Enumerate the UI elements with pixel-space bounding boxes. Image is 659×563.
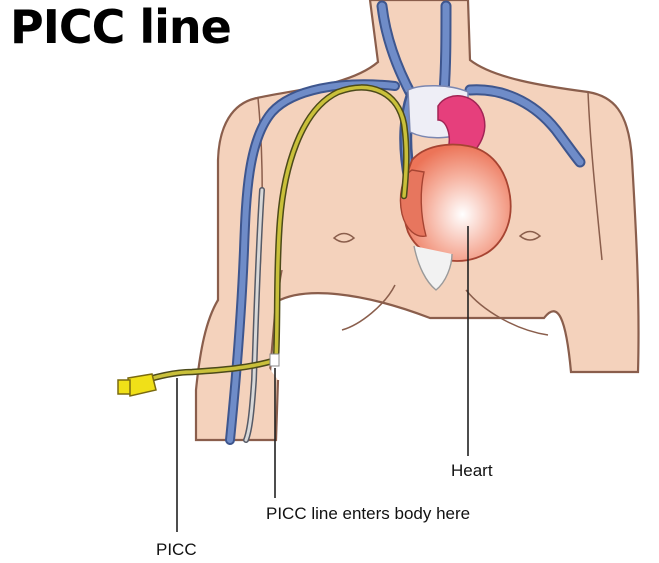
entry-point-label: PICC line enters body here xyxy=(266,505,470,522)
picc-connector-cap xyxy=(118,380,130,394)
jugular-vein-left-fill xyxy=(444,6,446,92)
heart-label: Heart xyxy=(451,462,493,479)
picc-connector xyxy=(128,374,156,396)
catheter-entry-marker xyxy=(270,354,279,366)
diagram-title: PICC line xyxy=(10,4,231,50)
picc-label: PICC xyxy=(156,541,197,558)
